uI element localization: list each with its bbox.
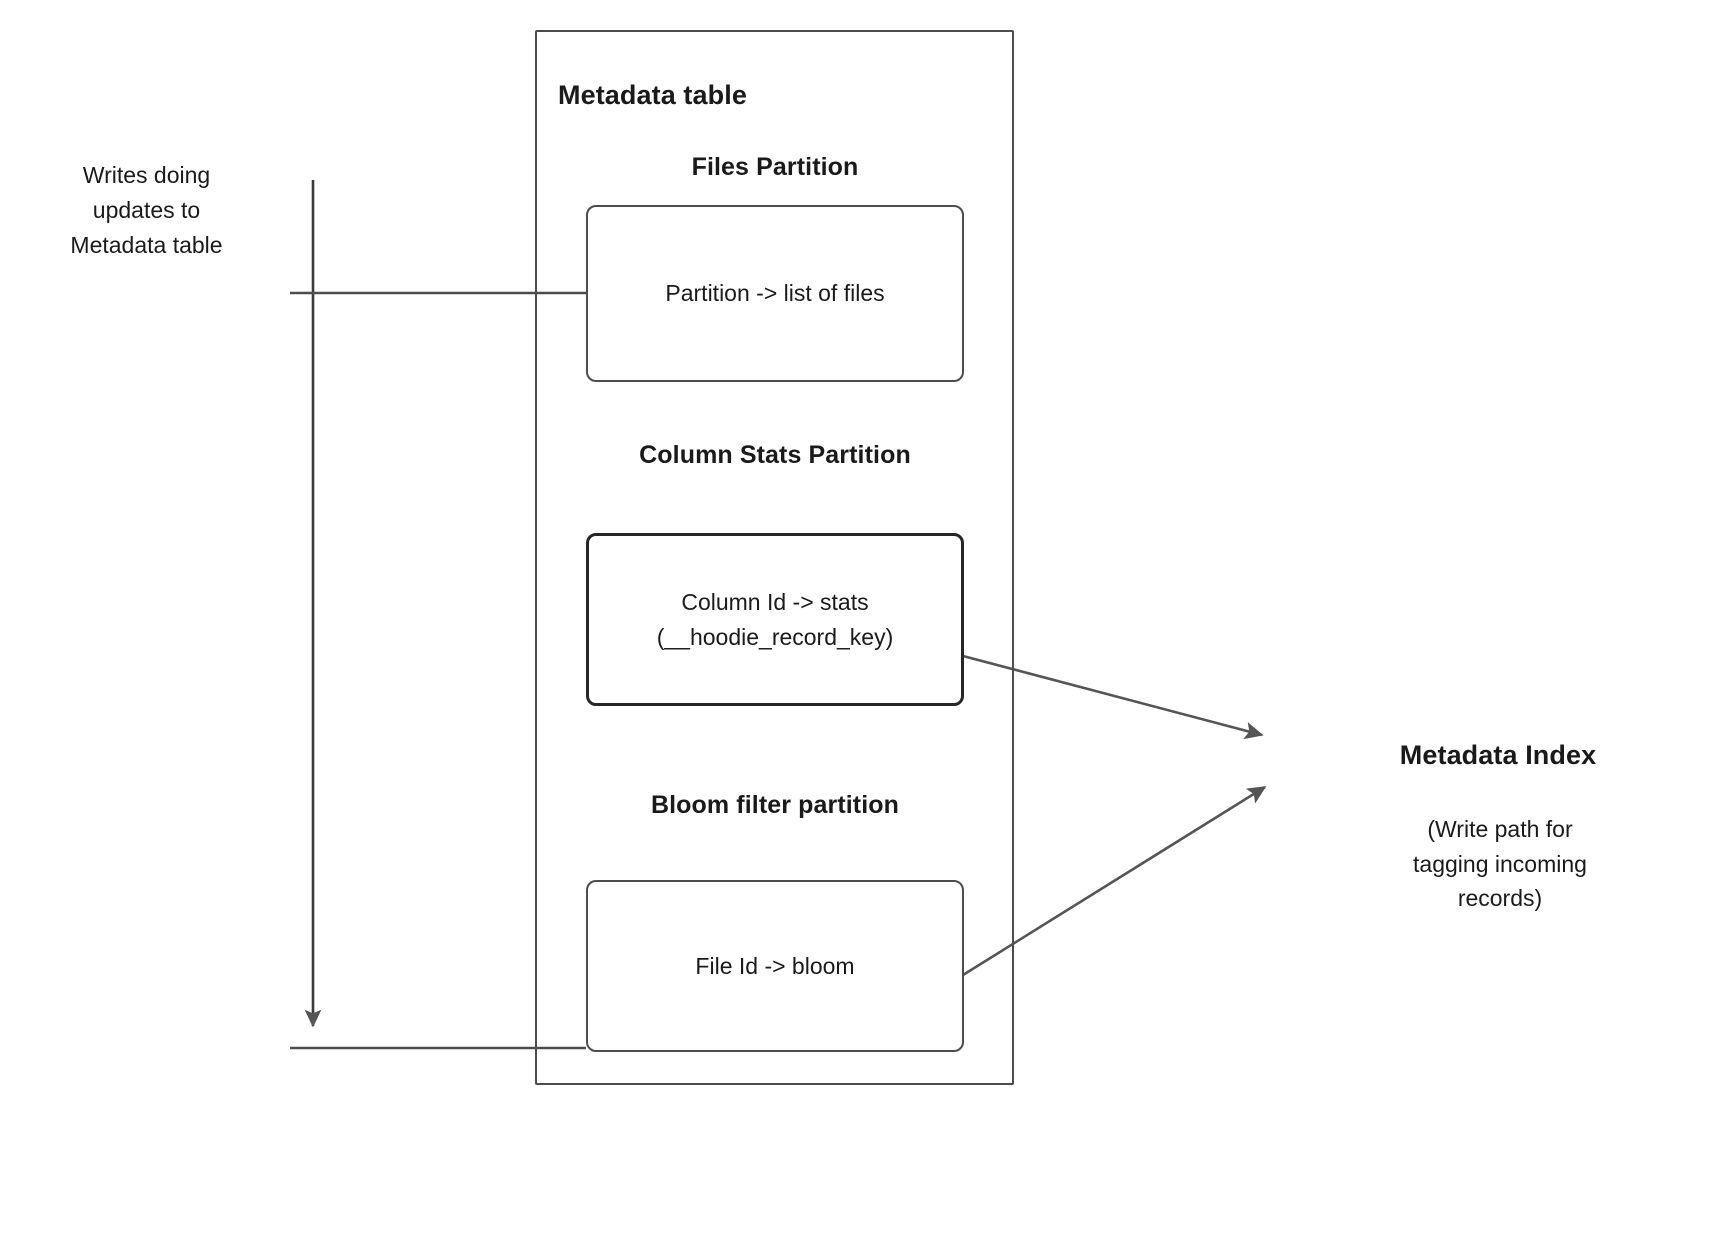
bloom-filter-partition-box[interactable]: File Id -> bloom: [586, 880, 964, 1052]
files-partition-title: Files Partition: [691, 153, 859, 181]
files-partition-box[interactable]: Partition -> list of files: [586, 205, 964, 382]
writes-annotation: Writes doing updates to Metadata table: [70, 162, 223, 258]
column-stats-partition-box[interactable]: Column Id -> stats (__hoodie_record_key): [586, 533, 964, 706]
metadata-table-container: [535, 30, 1014, 1085]
bloom-filter-partition-title: Bloom filter partition: [650, 791, 900, 819]
files-partition-box-text: Partition -> list of files: [665, 280, 885, 307]
metadata-table-label: Metadata table: [558, 80, 747, 110]
metadata-index-subtitle: (Write path for tagging incoming records…: [1413, 816, 1587, 911]
column-stats-partition-title: Column Stats Partition: [639, 441, 911, 469]
bloom-filter-partition-box-text: File Id -> bloom: [695, 952, 855, 979]
column-stats-partition-box-text: Column Id -> stats (__hoodie_record_key): [656, 589, 894, 650]
metadata-index-label: Metadata Index: [1399, 740, 1597, 770]
